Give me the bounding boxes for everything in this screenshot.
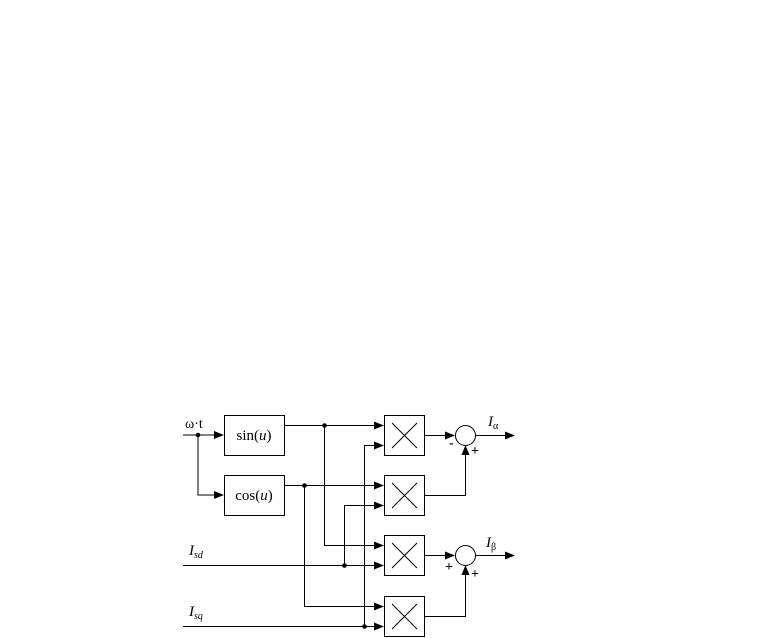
junction-dot <box>195 432 201 438</box>
isd-label: Isd <box>188 543 204 561</box>
sum1-minus-sign: - <box>449 436 454 451</box>
cos-wire-4 <box>304 485 384 611</box>
sum-junction-2 <box>455 545 476 566</box>
multiplier-1 <box>384 415 425 456</box>
multiplier-4 <box>384 596 425 637</box>
junction-dot <box>322 423 327 428</box>
isd-branch-wire <box>344 501 384 565</box>
isq-branch-wire <box>364 441 384 626</box>
sum1-plus-sign: + <box>471 444 479 459</box>
sum2-plus-sign-left: + <box>445 560 453 575</box>
svg-text:cos(u): cos(u) <box>235 488 273 504</box>
omega-t-label: ω·t <box>185 417 203 432</box>
omega-t-branch-wire <box>197 435 224 499</box>
ialpha-label: Iα <box>487 414 499 432</box>
junction-dot <box>362 624 367 629</box>
junction-dot <box>302 483 307 488</box>
sum-junction-1 <box>455 425 476 446</box>
multiplier-2 <box>384 475 425 516</box>
svg-text:sin(u): sin(u) <box>237 428 272 444</box>
cos-block: cos(u) <box>224 475 285 516</box>
multiplier-3 <box>384 535 425 576</box>
mult2-out-wire <box>425 445 470 496</box>
ibeta-label: Iβ <box>485 535 496 553</box>
junction-dot <box>342 563 347 568</box>
sin-block: sin(u) <box>224 415 285 456</box>
sin-wire-3 <box>324 425 384 550</box>
isq-label: Isq <box>188 604 203 622</box>
mult4-out-wire <box>425 565 470 617</box>
sum2-plus-sign-bottom: + <box>471 567 479 582</box>
